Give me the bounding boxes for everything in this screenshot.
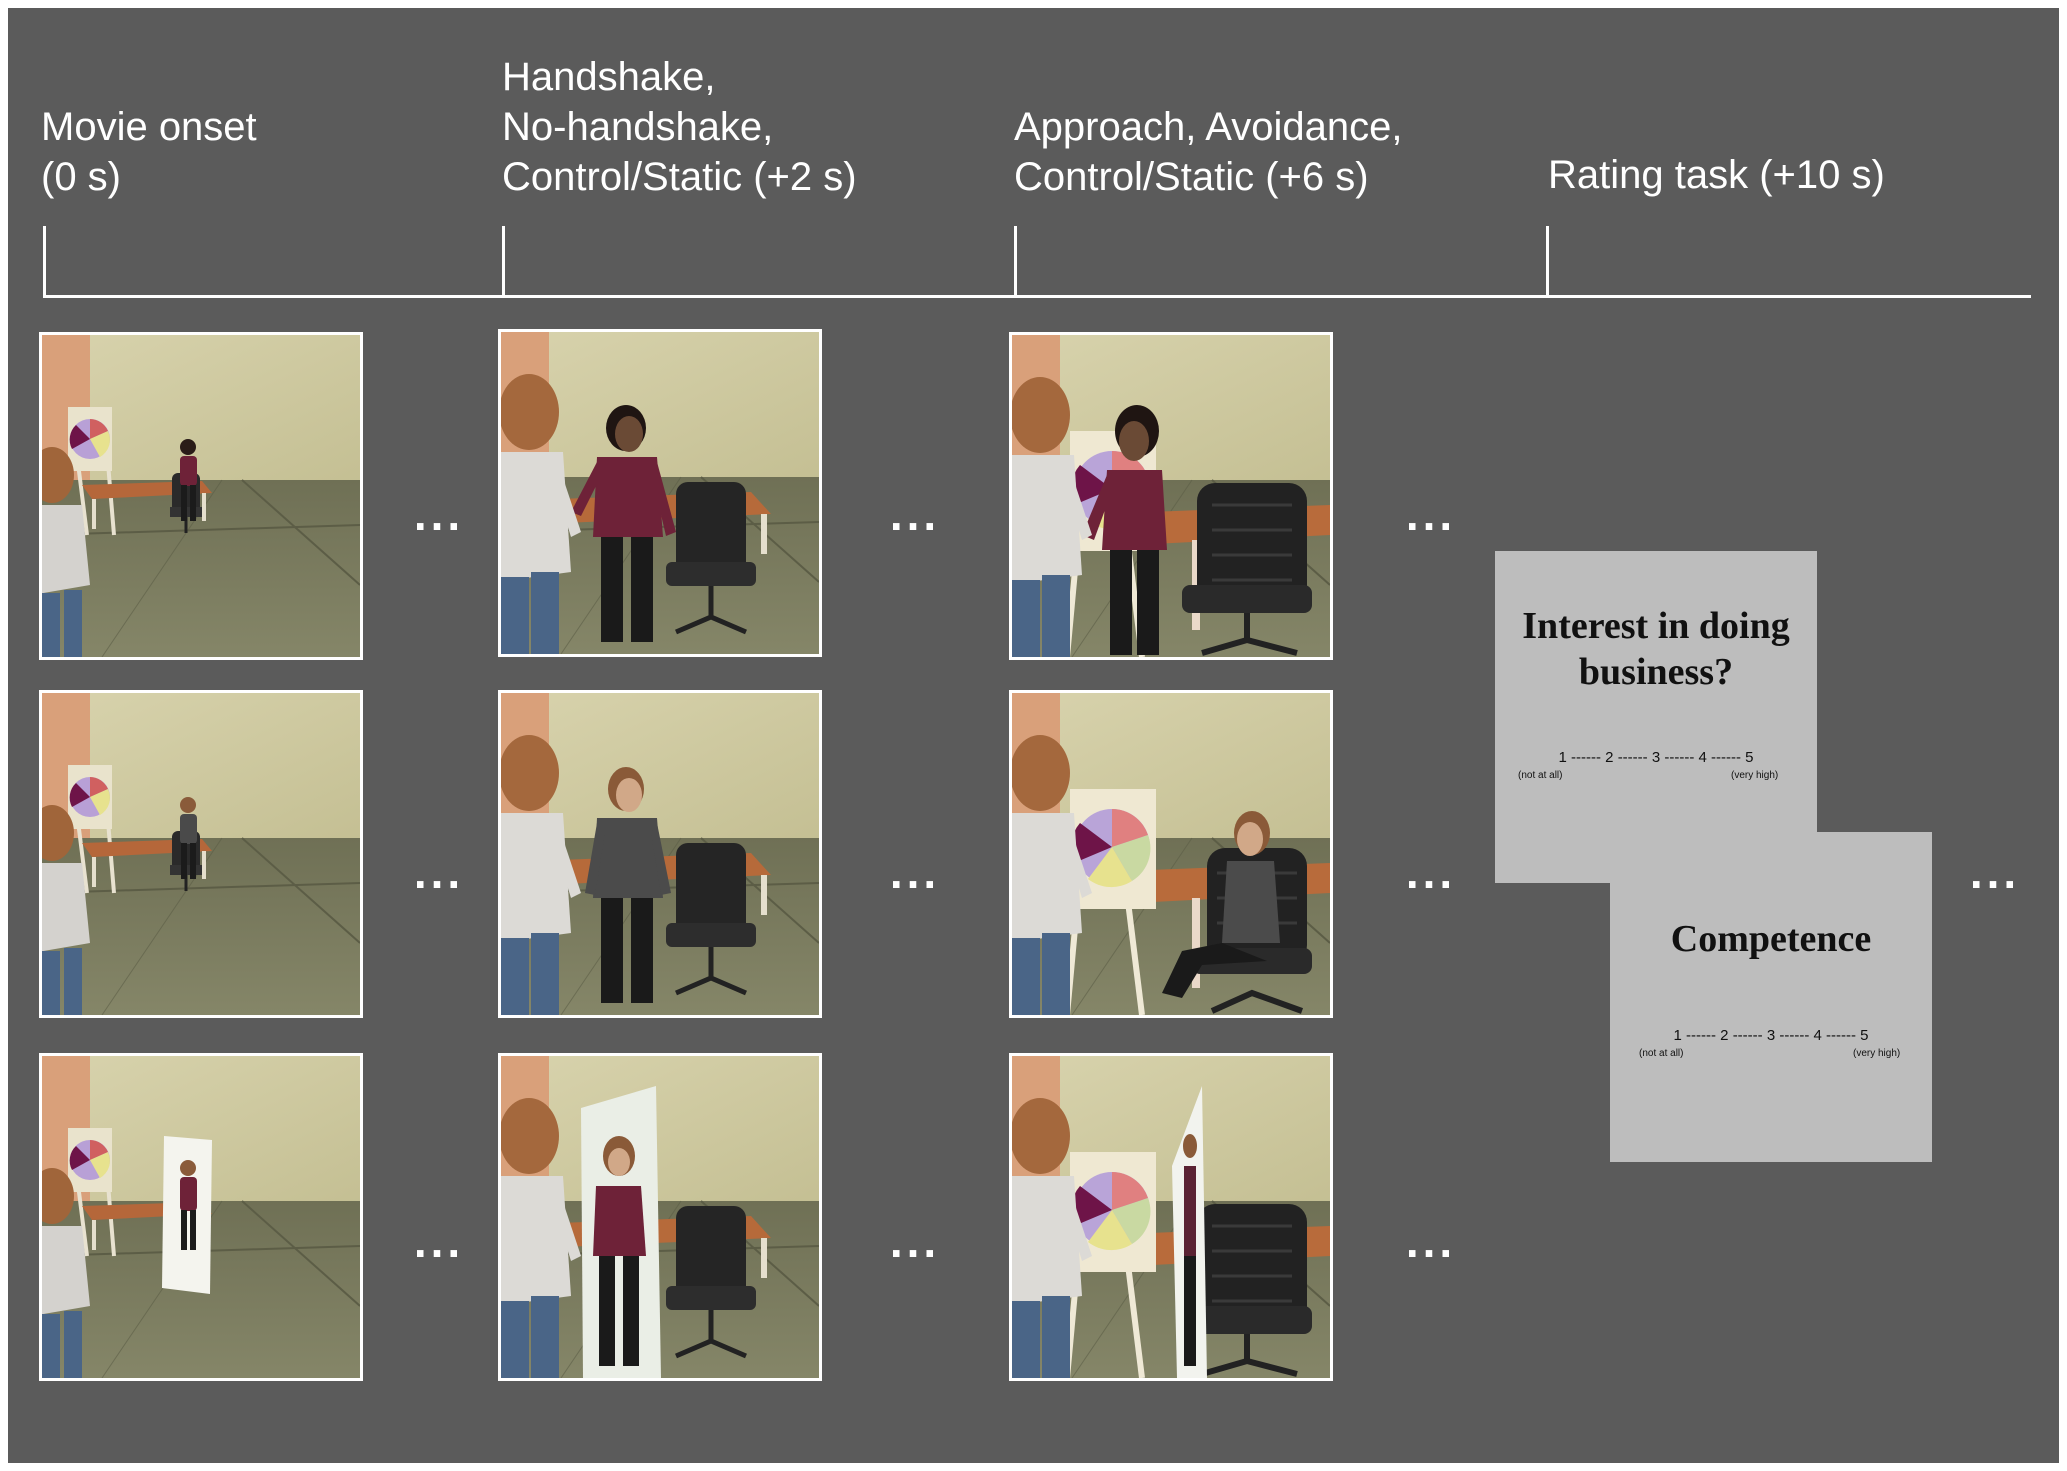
- ellipsis: ...: [1405, 488, 1457, 540]
- movie-frame: [498, 1053, 822, 1381]
- scene-nohandshake-grey: [501, 693, 819, 1015]
- timeline-tick: [502, 226, 505, 298]
- ellipsis: ...: [889, 488, 941, 540]
- timeline-axis: [43, 295, 2031, 298]
- movie-frame: [39, 690, 363, 1018]
- diagram-canvas: Movie onset (0 s) Handshake, No-handshak…: [8, 8, 2059, 1463]
- scene-control-static: [501, 1056, 819, 1378]
- ellipsis: ...: [413, 846, 465, 898]
- timeline-tick: [43, 226, 46, 298]
- scene-static-late: [1012, 1056, 1330, 1378]
- rating-anchor-high: (very high): [1853, 1048, 1901, 1059]
- phase-label-handshake: Handshake, No-handshake, Control/Static …: [502, 55, 857, 199]
- rating-card-competence: Competence 1 ------ 2 ------ 3 ------ 4 …: [1610, 832, 1932, 1162]
- rating-scale: 1 ------ 2 ------ 3 ------ 4 ------ 5: [1673, 1027, 1869, 1044]
- movie-frame: [39, 1053, 363, 1381]
- phase-label-approach: Approach, Avoidance, Control/Static (+6 …: [1014, 105, 1403, 199]
- movie-frame: [1009, 332, 1333, 660]
- ellipsis: ...: [889, 846, 941, 898]
- rating-scale: 1 ------ 2 ------ 3 ------ 4 ------ 5: [1558, 749, 1754, 766]
- ellipsis: ...: [1969, 846, 2021, 898]
- rating-anchor-low: (not at all): [1639, 1048, 1684, 1059]
- scene-onset-static: [42, 1056, 360, 1378]
- movie-frame: [498, 690, 822, 1018]
- movie-frame: [39, 332, 363, 660]
- scene-handshake-maroon: [501, 332, 819, 654]
- phase-label-rating: Rating task (+10 s): [1548, 153, 1885, 197]
- rating-title: Interest in doing business?: [1522, 605, 1790, 693]
- rating-anchor-low: (not at all): [1518, 770, 1563, 781]
- ellipsis: ...: [889, 1215, 941, 1267]
- rating-anchor-high: (very high): [1731, 770, 1779, 781]
- ellipsis: ...: [413, 488, 465, 540]
- timeline-tick: [1014, 226, 1017, 298]
- timeline-tick: [1546, 226, 1549, 298]
- scene-approach-maroon: [1012, 335, 1330, 657]
- ellipsis: ...: [413, 1215, 465, 1267]
- scene-avoidance-grey: [1012, 693, 1330, 1015]
- movie-frame: [498, 329, 822, 657]
- scene-onset-maroon: [42, 335, 360, 657]
- rating-title: Competence: [1670, 918, 1872, 960]
- ellipsis: ...: [1405, 846, 1457, 898]
- scene-onset-grey: [42, 693, 360, 1015]
- movie-frame: [1009, 690, 1333, 1018]
- phase-label-movie-onset: Movie onset (0 s): [41, 105, 257, 199]
- ellipsis: ...: [1405, 1215, 1457, 1267]
- rating-card-interest: Interest in doing business? 1 ------ 2 -…: [1495, 551, 1817, 883]
- movie-frame: [1009, 1053, 1333, 1381]
